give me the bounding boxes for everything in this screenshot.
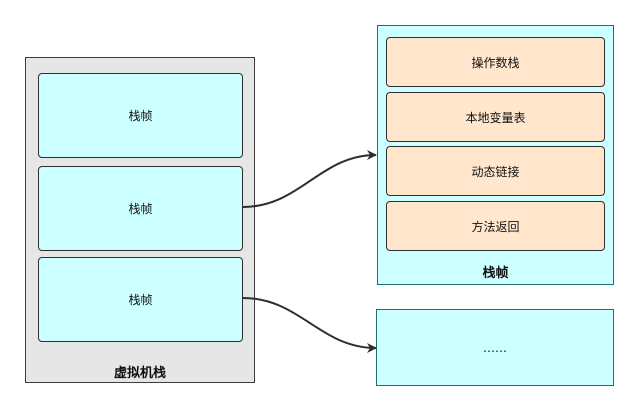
vm-stack-frame-1: 栈帧 xyxy=(38,73,243,158)
next-frame-box: …… xyxy=(376,309,614,386)
arrow-frame-to-next xyxy=(242,297,377,353)
vm-stack-frame-2: 栈帧 xyxy=(38,166,243,251)
frame-item-operand-stack: 操作数栈 xyxy=(386,37,605,87)
vm-stack-frame-3: 栈帧 xyxy=(38,257,243,342)
frame-item-dynamic-linking: 动态链接 xyxy=(386,146,605,196)
arrow-frame-to-detail xyxy=(242,150,377,208)
frame-item-local-variables: 本地变量表 xyxy=(386,92,605,142)
frame-item-method-return: 方法返回 xyxy=(386,201,605,251)
stack-frame-detail-label: 栈帧 xyxy=(482,266,509,281)
vm-stack-label: 虚拟机栈 xyxy=(113,366,166,381)
